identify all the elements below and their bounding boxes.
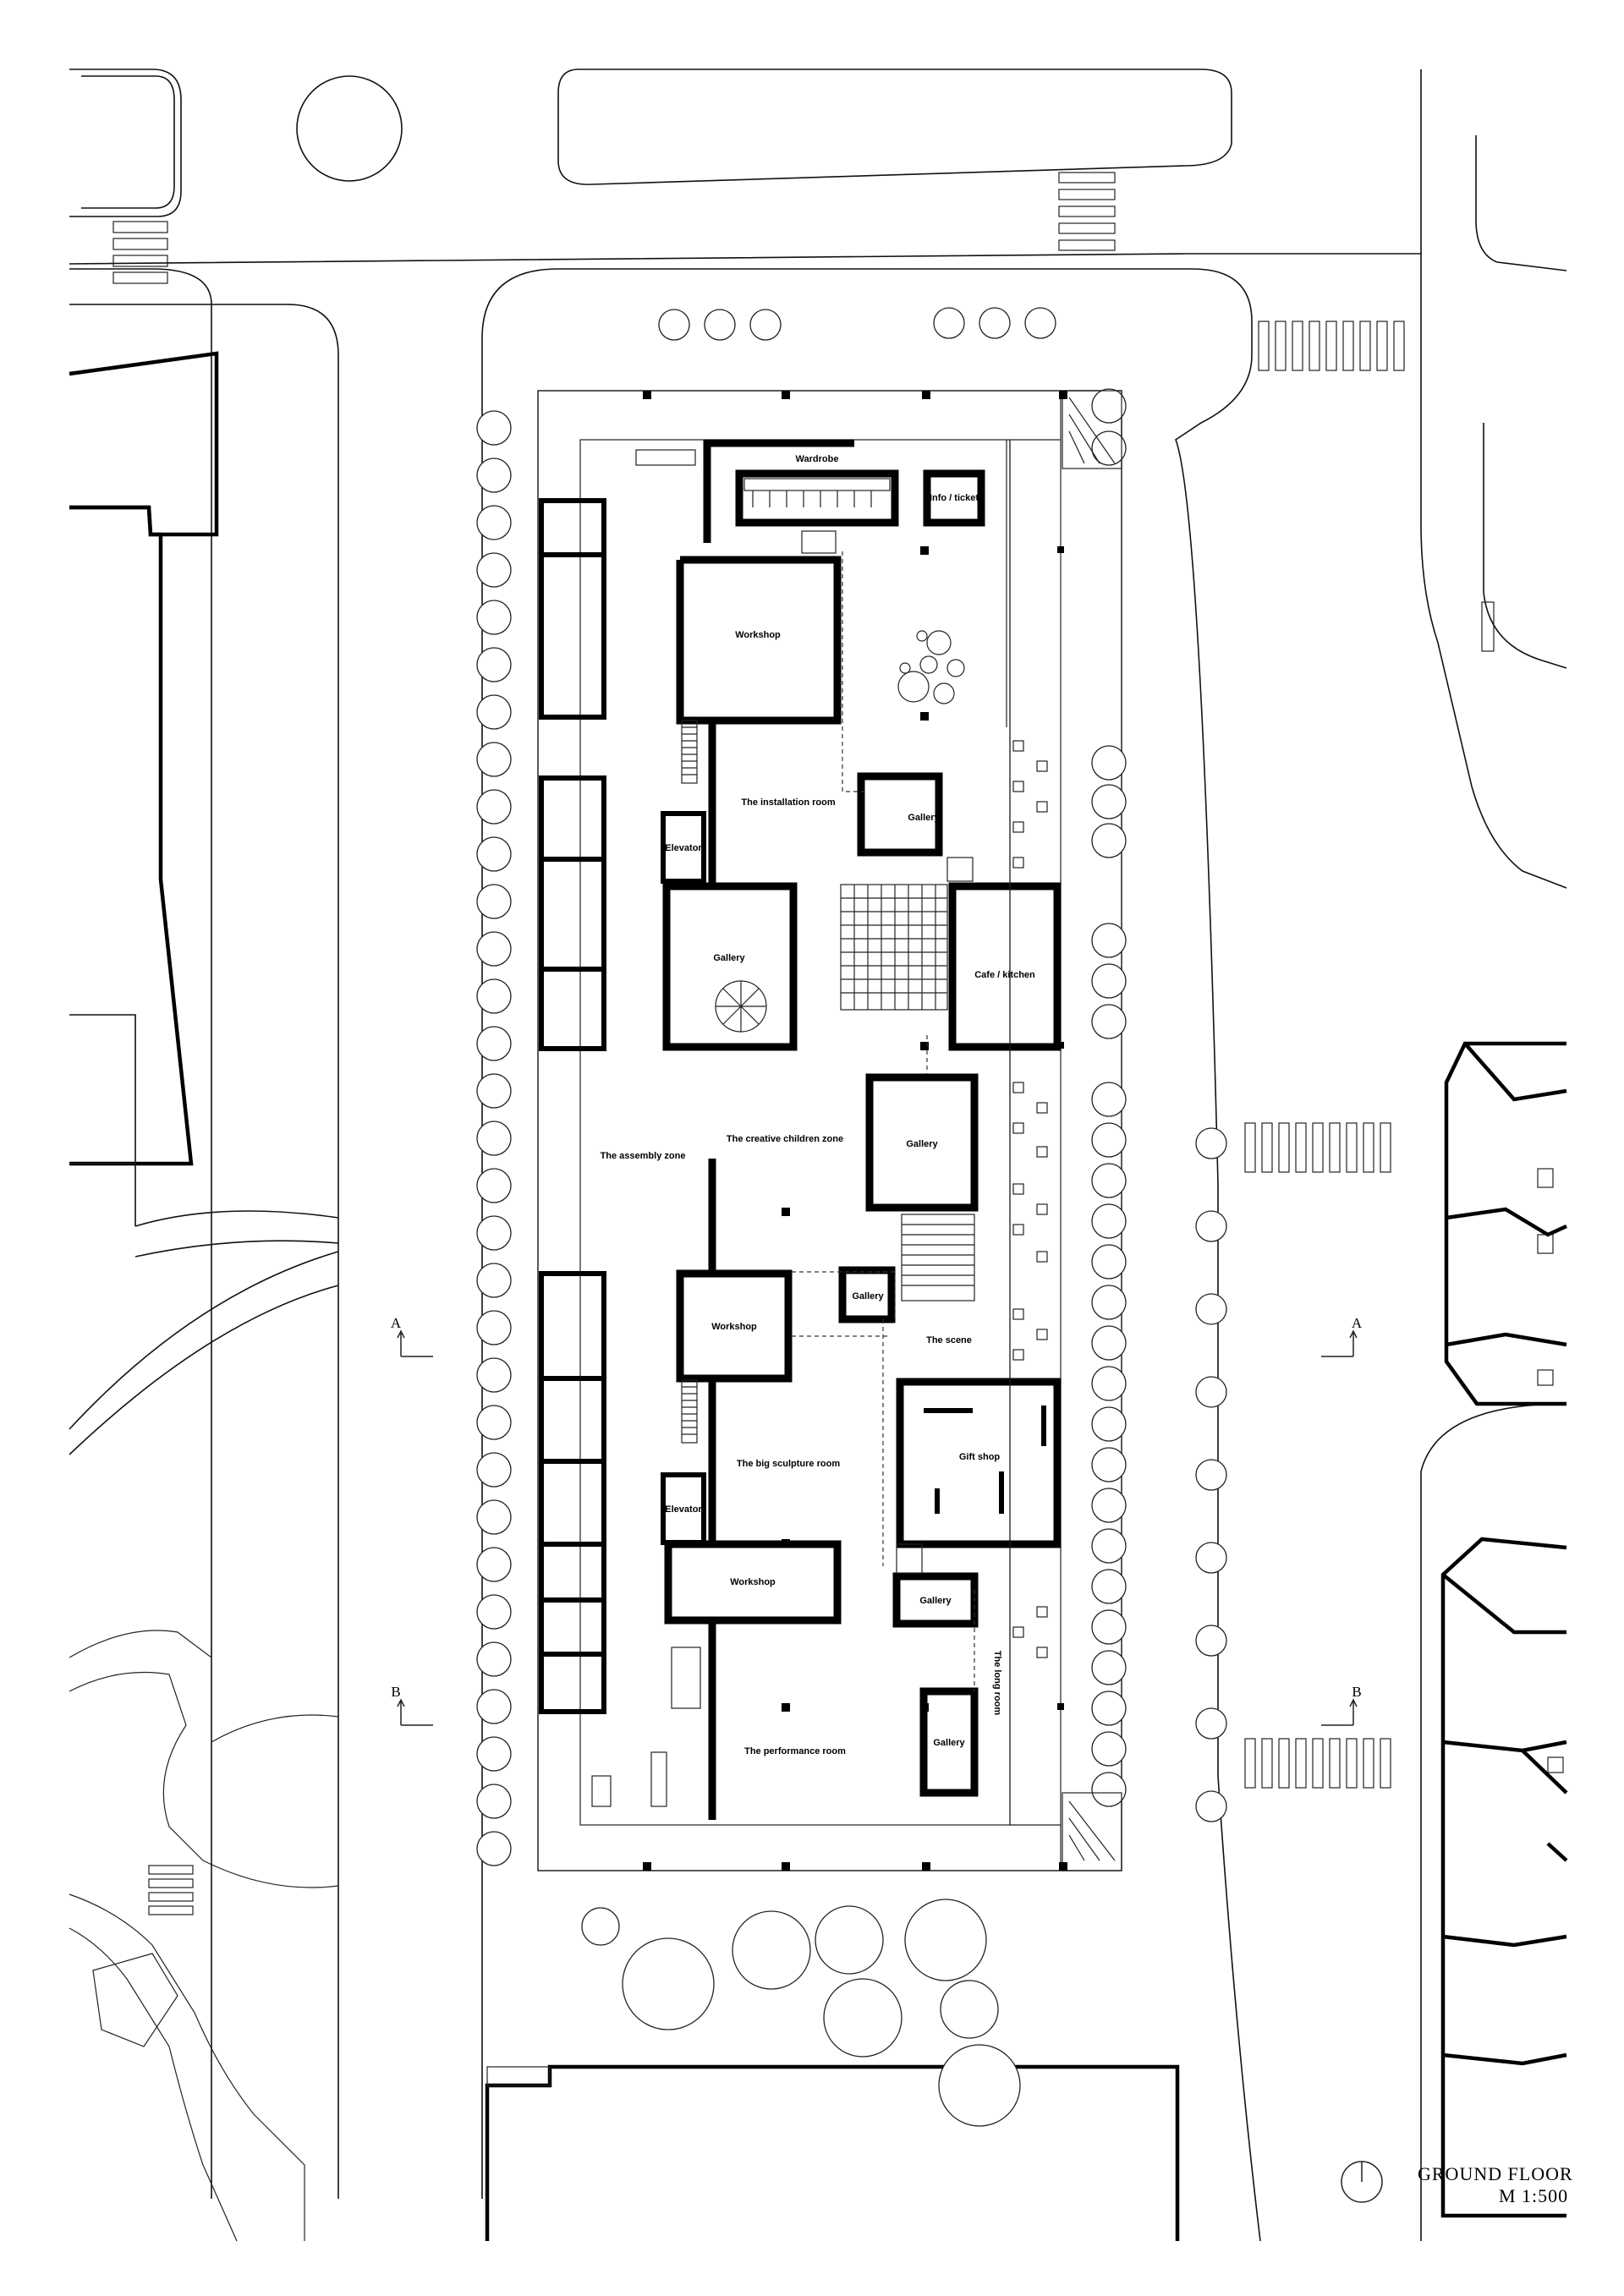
label-workshop-3: Workshop (730, 1577, 776, 1587)
label-long-room: The long room (992, 1651, 1002, 1716)
label-info-ticket: Info / ticket (930, 493, 979, 503)
interior-walls (661, 439, 1062, 1820)
label-gallery-2: Gallery (713, 953, 745, 963)
label-workshop-2: Workshop (711, 1322, 757, 1332)
section-a-left-label: A (391, 1315, 402, 1331)
label-gallery-4: Gallery (852, 1291, 884, 1301)
trees (476, 307, 1227, 2127)
label-wardrobe: Wardrobe (796, 454, 839, 464)
label-gallery-6: Gallery (933, 1738, 965, 1748)
label-workshop-1: Workshop (735, 630, 781, 640)
title-block: GROUND FLOOR M 1:500 (1341, 2161, 1573, 2206)
section-marker-b-left: B (391, 1684, 433, 1726)
interior-details (591, 440, 1048, 1825)
label-cafe-kitchen: Cafe / kitchen (974, 970, 1035, 980)
section-marker-b-right: B (1321, 1684, 1362, 1726)
section-a-right-label: A (1352, 1315, 1363, 1331)
context-roads (69, 68, 1567, 2242)
label-assembly-zone: The assembly zone (601, 1151, 686, 1161)
label-elevator-1: Elevator (665, 843, 702, 853)
section-b-right-label: B (1352, 1684, 1361, 1700)
site-boundary (537, 390, 1122, 1871)
label-gallery-3: Gallery (906, 1139, 938, 1149)
label-gift-shop: Gift shop (959, 1452, 1001, 1462)
room-labels: Wardrobe Info / ticket Workshop The inst… (601, 454, 1035, 1756)
label-scene: The scene (926, 1335, 972, 1345)
label-gallery-1: Gallery (908, 813, 940, 823)
label-big-sculpture-room: The big sculpture room (737, 1459, 840, 1469)
section-markers: A A B B (391, 1315, 1363, 1726)
section-marker-a-right: A (1321, 1315, 1363, 1357)
section-b-left-label: B (391, 1684, 400, 1700)
label-installation-room: The installation room (741, 797, 835, 808)
drawing-title: GROUND FLOOR (1418, 2163, 1573, 2184)
label-gallery-5: Gallery (919, 1596, 952, 1606)
structural-columns (643, 391, 1067, 1871)
label-elevator-2: Elevator (665, 1504, 702, 1515)
neighbour-buildings (69, 351, 1568, 2241)
label-creative-children-zone: The creative children zone (727, 1134, 843, 1144)
north-arrow-icon (1341, 2161, 1383, 2203)
label-performance-room: The performance room (744, 1746, 846, 1756)
building-outline (579, 390, 1122, 1871)
drawing-scale: M 1:500 (1499, 2185, 1568, 2206)
section-marker-a-left: A (391, 1315, 433, 1357)
west-cells (539, 498, 606, 1714)
